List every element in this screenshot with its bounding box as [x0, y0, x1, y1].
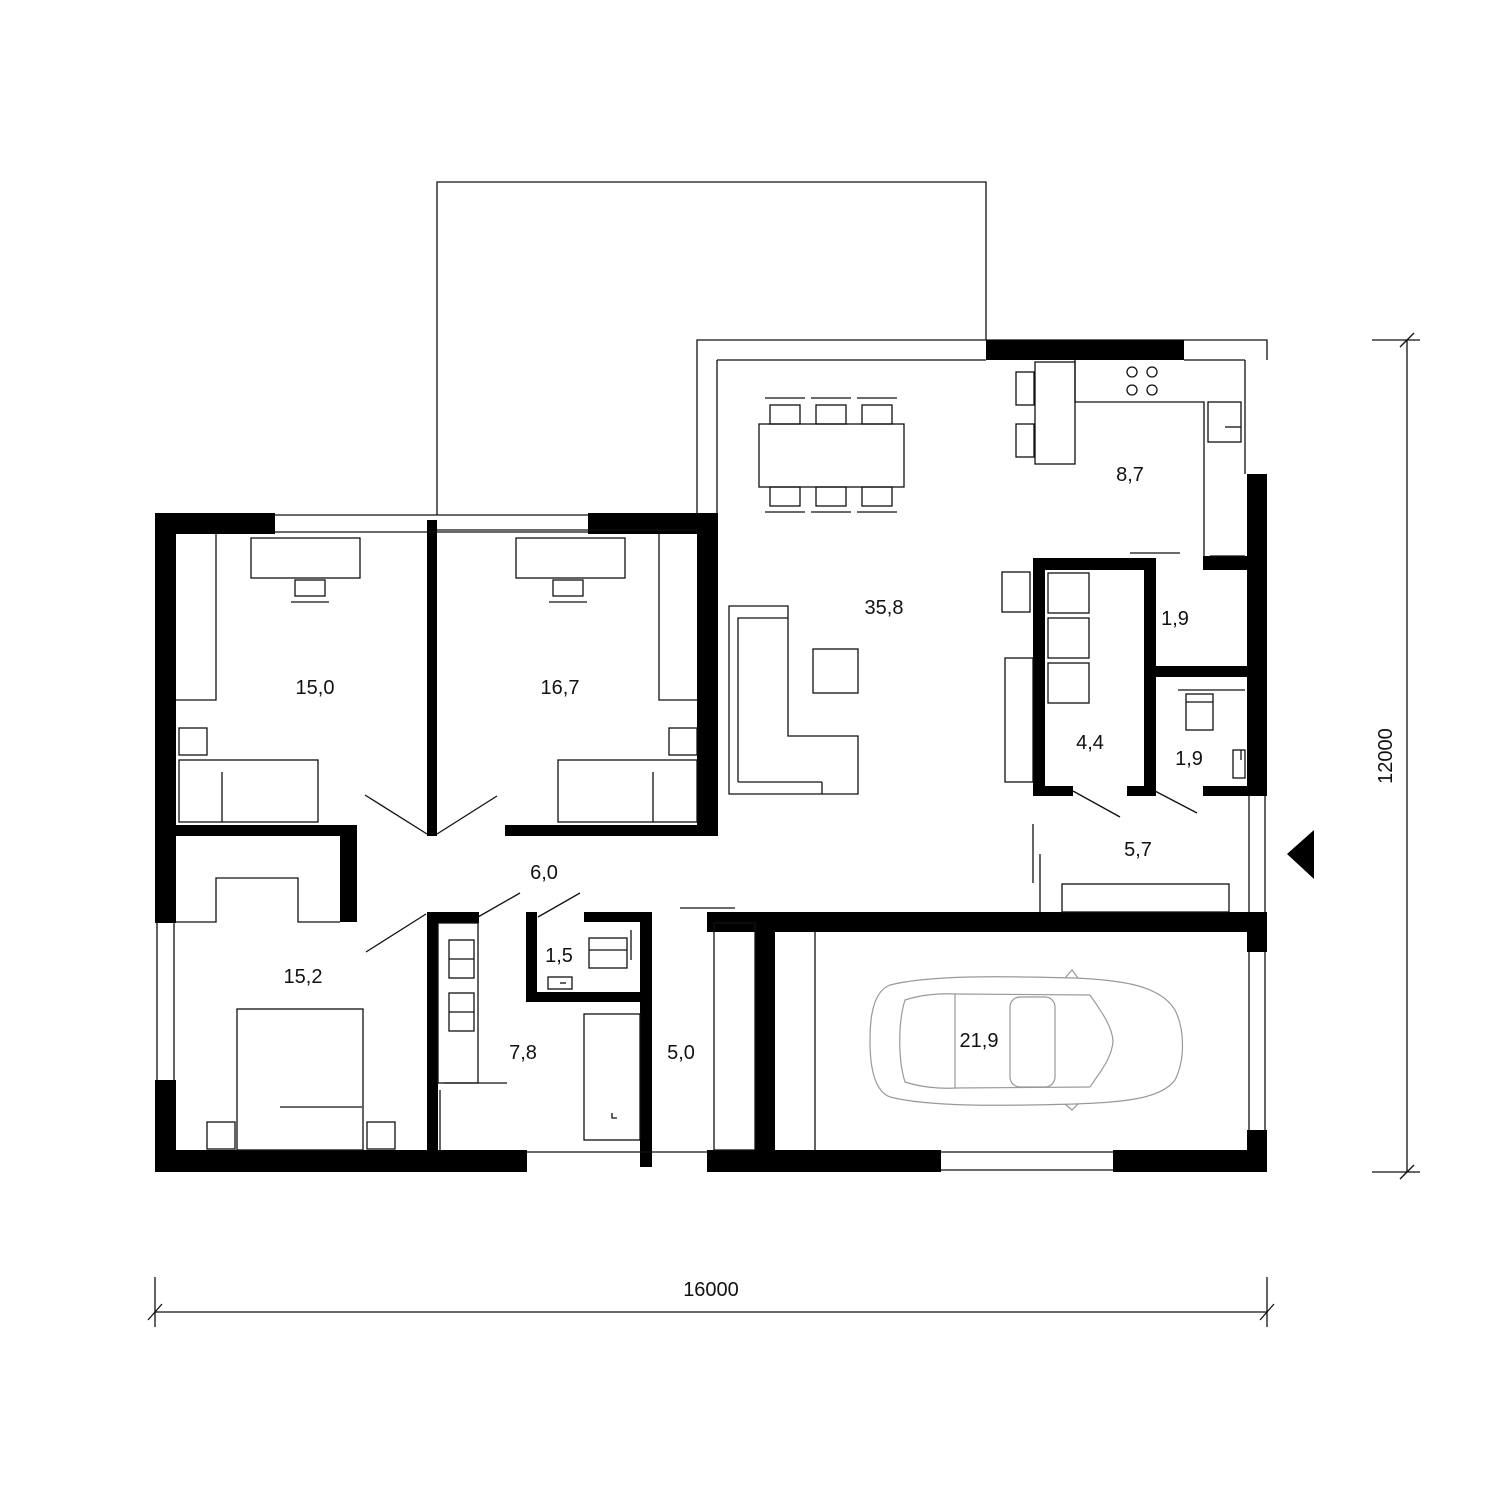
entrance-arrow-icon — [1287, 830, 1314, 879]
desk-icon — [250, 537, 361, 579]
hob-icon — [1126, 366, 1158, 396]
bed-icon — [557, 759, 698, 823]
doors — [364, 552, 1245, 1150]
room-area-garage: 21,9 — [960, 1030, 999, 1052]
bathroom-fixtures — [437, 922, 641, 1141]
room-area-living-dining: 35,8 — [865, 597, 904, 619]
height-dimension: 12000 — [1375, 728, 1397, 784]
bedroom-1-furniture — [176, 534, 361, 823]
bedroom-2-furniture — [515, 534, 698, 823]
room-area-bedroom-1: 15,0 — [296, 677, 335, 699]
room-area-utility: 5,0 — [667, 1042, 695, 1064]
sofa-icon — [728, 605, 859, 795]
entry-furniture — [1061, 883, 1230, 913]
room-area-wc: 1,9 — [1175, 748, 1203, 770]
room-area-pantry: 1,9 — [1161, 608, 1189, 630]
wc-fixtures — [1178, 689, 1246, 779]
height-dimension-line — [1372, 332, 1420, 1180]
room-area-bedroom-2: 16,7 — [541, 677, 580, 699]
room-area-master-bedroom: 15,2 — [284, 966, 323, 988]
room-area-bathroom: 7,8 — [509, 1042, 537, 1064]
width-dimension-line — [147, 1277, 1275, 1327]
dining-furniture — [758, 397, 905, 513]
car-icon — [869, 969, 1184, 1111]
terrace-outline — [436, 181, 1268, 515]
room-area-hallway: 6,0 — [530, 862, 558, 884]
kitchen-furniture — [1015, 360, 1242, 556]
room-area-kitchen: 8,7 — [1116, 464, 1144, 486]
tv-stand — [1001, 571, 1034, 783]
walls — [155, 340, 1267, 1172]
bed-icon — [178, 759, 319, 823]
storage-shelves — [1047, 572, 1090, 704]
room-area-storage: 4,4 — [1076, 732, 1104, 754]
windows — [156, 514, 1266, 1171]
utility-fixtures — [713, 922, 816, 1151]
width-dimension: 16000 — [683, 1279, 739, 1301]
toilet-fixtures — [547, 930, 632, 990]
desk-icon — [515, 537, 626, 579]
dining-table-icon — [758, 423, 905, 488]
room-area-entry: 5,7 — [1124, 839, 1152, 861]
room-area-toilet: 1,5 — [545, 945, 573, 967]
master-bedroom-furniture — [176, 877, 396, 1151]
bed-icon — [236, 1008, 364, 1151]
